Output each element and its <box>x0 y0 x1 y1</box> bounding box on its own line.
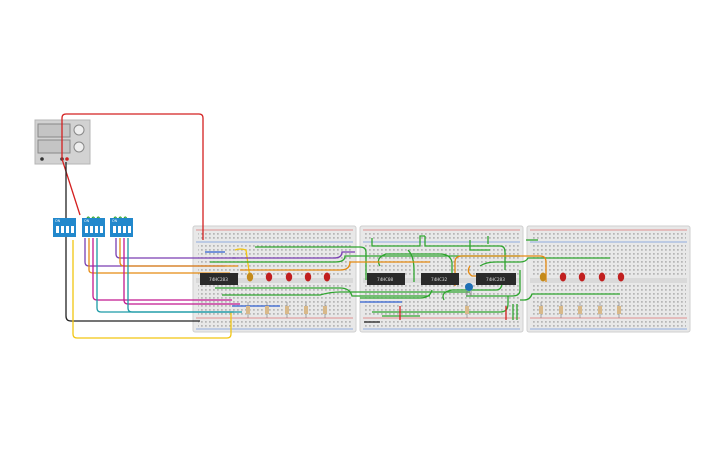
led-red <box>617 272 625 282</box>
chip-label: 74HC283 <box>209 277 228 283</box>
wires <box>61 113 620 339</box>
led-amber <box>246 272 254 282</box>
resistors-middle[interactable] <box>465 302 469 318</box>
resistors-left[interactable] <box>246 302 327 318</box>
led-group-right[interactable] <box>539 272 625 282</box>
chip-1[interactable]: 74HC283 <box>200 273 238 285</box>
dip-switch-3[interactable]: ON <box>110 218 133 237</box>
chip-label: 74HC32 <box>431 277 448 283</box>
dip-switch-1[interactable]: ON <box>53 218 76 237</box>
breadboard-3[interactable] <box>526 225 691 333</box>
led-red <box>265 272 273 282</box>
dip-switch-label: ON <box>55 219 61 223</box>
led-red <box>559 272 567 282</box>
led-red <box>285 272 293 282</box>
led-amber <box>539 272 547 282</box>
capacitor[interactable] <box>465 283 473 296</box>
led-red <box>578 272 586 282</box>
chip-3[interactable]: 74HC32 <box>421 273 459 285</box>
chip-label: 74HC283 <box>486 277 505 283</box>
led-group-left[interactable] <box>246 272 331 282</box>
chip-label: 74HC08 <box>377 277 394 283</box>
dip-switch-2[interactable]: ON <box>82 218 105 237</box>
dip-switch-label: ON <box>112 219 118 223</box>
dip-switch-label: ON <box>84 219 90 223</box>
chip-4[interactable]: 74HC283 <box>476 273 516 285</box>
chip-2[interactable]: 74HC08 <box>367 273 405 285</box>
led-red <box>323 272 331 282</box>
led-red <box>598 272 606 282</box>
led-red <box>304 272 312 282</box>
resistors-right[interactable] <box>539 302 621 318</box>
